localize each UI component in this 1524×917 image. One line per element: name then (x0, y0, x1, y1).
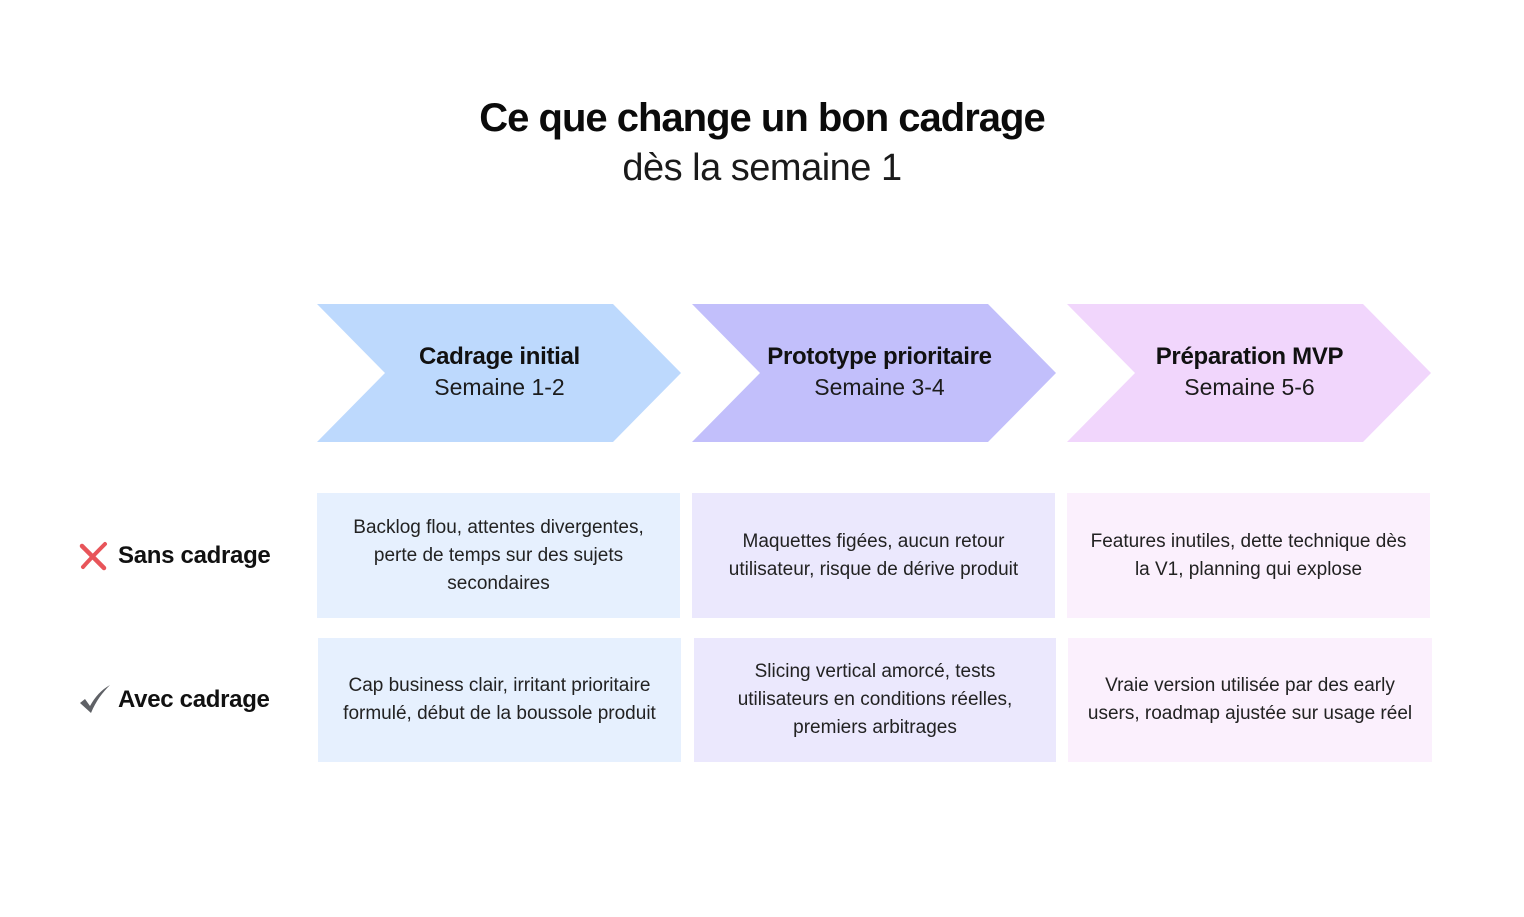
cell-sans-cadrage-phase-2: Maquettes figées, aucun retour utilisate… (692, 493, 1055, 618)
cross-icon (78, 540, 110, 572)
cell-sans-cadrage-phase-3: Features inutiles, dette technique dès l… (1067, 493, 1430, 618)
cell-avec-cadrage-phase-3: Vraie version utilisée par des early use… (1068, 638, 1432, 762)
phase-chevron-3: Préparation MVP Semaine 5-6 (1067, 304, 1432, 442)
row-label-sans-cadrage: Sans cadrage (78, 540, 271, 572)
check-icon (78, 684, 110, 716)
cell-avec-cadrage-phase-2: Slicing vertical amorcé, tests utilisate… (694, 638, 1056, 762)
chevron-shape (692, 304, 1056, 442)
phase-weeks: Semaine 3-4 (814, 374, 945, 400)
phase-name: Préparation MVP (1155, 343, 1344, 370)
phase-chevron-2: Prototype prioritaire Semaine 3-4 (692, 304, 1057, 442)
phase-name: Cadrage initial (419, 343, 580, 370)
cell-avec-cadrage-phase-1: Cap business clair, irritant prioritaire… (318, 638, 681, 762)
phase-weeks: Semaine 5-6 (1184, 374, 1315, 400)
diagram-subtitle: dès la semaine 1 (622, 147, 902, 189)
chevron-shape (317, 304, 681, 442)
phase-name: Prototype prioritaire (767, 343, 992, 370)
phase-weeks: Semaine 1-2 (434, 374, 565, 400)
cell-sans-cadrage-phase-1: Backlog flou, attentes divergentes, pert… (317, 493, 680, 618)
row-label-text: Avec cadrage (118, 686, 270, 713)
diagram-title: Ce que change un bon cadrage (479, 96, 1045, 140)
diagram-header: Ce que change un bon cadrage dès la sema… (0, 92, 1524, 192)
row-label-avec-cadrage: Avec cadrage (78, 684, 270, 716)
phase-chevron-1: Cadrage initial Semaine 1-2 (317, 304, 682, 442)
chevron-shape (1067, 304, 1431, 442)
row-label-text: Sans cadrage (118, 542, 271, 569)
